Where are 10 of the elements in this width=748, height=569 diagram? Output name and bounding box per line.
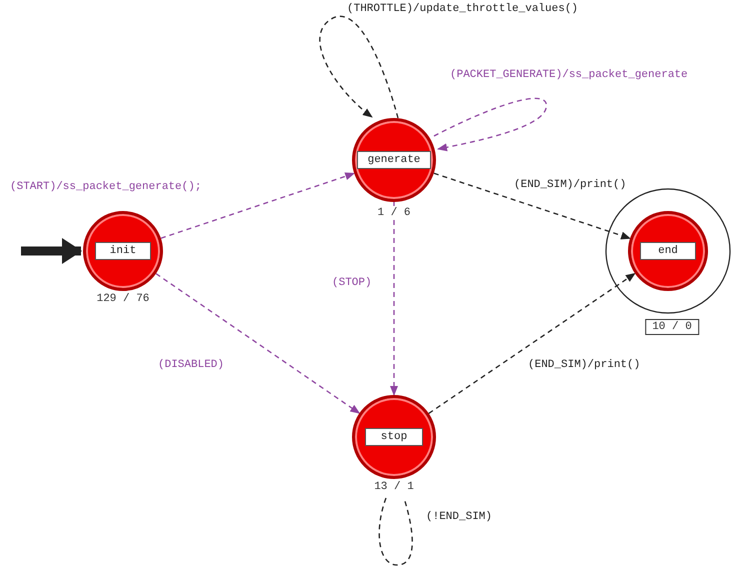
start-arrow <box>21 238 82 264</box>
state-label: stop <box>365 428 423 446</box>
transition-arrow <box>156 273 360 414</box>
transition-arrow <box>319 16 399 118</box>
state-label: generate <box>357 151 431 169</box>
transition-arrow <box>390 202 398 396</box>
state-label: init <box>95 242 151 260</box>
count-label: 10 / 0 <box>645 319 699 335</box>
state-label: end <box>640 242 696 260</box>
transition-arrow <box>428 272 636 414</box>
